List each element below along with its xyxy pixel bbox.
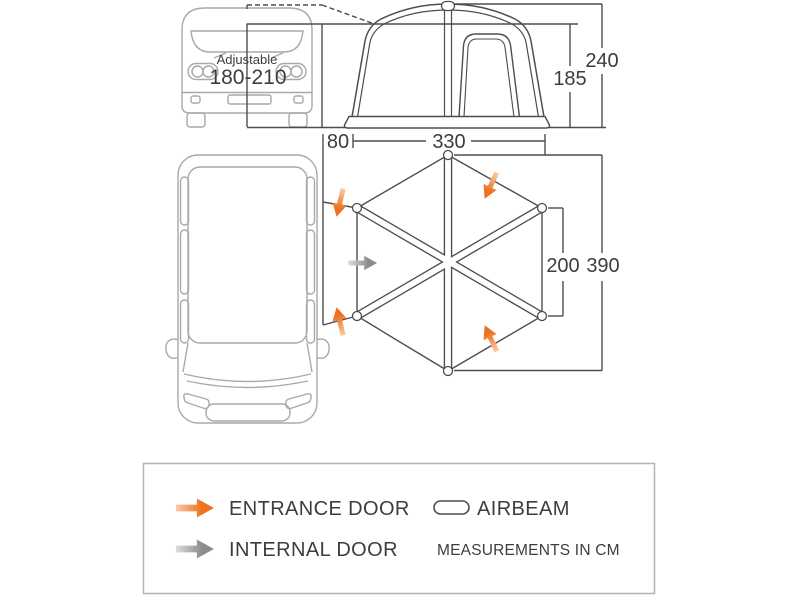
entrance-door-arrow-icon: [329, 305, 351, 337]
legend-units-note: MEASUREMENTS IN CM: [437, 542, 620, 559]
front-view-dimensions: [454, 3, 603, 128]
awning-apex-beam-cap: [440, 0, 456, 12]
airbeam-end-cap: [442, 365, 454, 377]
dim-200-value: 200: [546, 255, 579, 277]
legend-entrance-door-label: ENTRANCE DOOR: [229, 498, 410, 520]
legend-box: [142, 462, 656, 595]
dim-80-value: 80: [327, 131, 349, 153]
dim-330-value: 330: [432, 131, 465, 153]
airbeam-end-cap: [442, 149, 454, 161]
awning-front-view: [343, 0, 551, 129]
van-headlight-left: [187, 62, 219, 81]
airbeam-end-cap: [351, 310, 363, 322]
van-top-window-left-2: [179, 229, 190, 295]
awning-door-inner-line: [463, 38, 515, 118]
airbeam-cores: [354, 152, 545, 374]
awning-outer-shell: [351, 3, 545, 118]
floor-plan-dimensions: [454, 154, 603, 372]
dim-240-value: 240: [585, 50, 618, 72]
van-top-window-right-3: [305, 299, 316, 344]
van-top-window-left-3: [179, 299, 190, 344]
airbeam-end-cap: [536, 310, 548, 322]
van-top-body: [177, 154, 318, 424]
van-headlight-left-bulb: [202, 65, 215, 78]
legend-internal-door-label: INTERNAL DOOR: [229, 539, 398, 561]
legend-airbeam-label: AIRBEAM: [477, 498, 570, 520]
dim-185-value: 185: [553, 68, 586, 90]
van-headlight-left-bulb: [191, 65, 204, 78]
van-wiper-left: [213, 52, 227, 59]
floor-plan: [322, 149, 548, 377]
van-front-body: [181, 7, 313, 114]
van-front-windshield: [190, 30, 304, 53]
awning-base-skirt: [343, 115, 551, 129]
internal-door-arrow-icon: [348, 255, 378, 271]
van-bumper-cap-left: [190, 95, 201, 104]
awning-door-outline: [458, 33, 521, 118]
entrance-door-arrow-icon: [478, 322, 504, 355]
van-top-mirror-right: [315, 338, 330, 359]
legend: ENTRANCE DOOR AIRBEAM INTERNAL DOOR MEAS…: [142, 462, 656, 595]
van-top-apillar-left: [182, 342, 189, 373]
airbeam-end-caps: [351, 149, 548, 377]
van-wheel-left: [186, 112, 206, 128]
dim-390-value: 390: [586, 255, 619, 277]
van-top-apillar-right: [306, 342, 313, 373]
van-top-window-left-1: [179, 176, 190, 226]
connection-sleeve: [246, 4, 606, 129]
van-headlight-right: [275, 62, 307, 81]
van-top-license-plate: [205, 403, 291, 422]
van-wheel-right: [288, 112, 308, 128]
van-bumper-cap-right: [293, 95, 304, 104]
van-top-view: [165, 154, 330, 424]
van-headlight-right-bulb: [290, 65, 303, 78]
van-license-plate: [227, 94, 272, 105]
sleeve-dashed-diagonal: [321, 4, 374, 25]
awning-inner-beam-line: [356, 9, 540, 118]
van-top-hood-line: [186, 380, 309, 389]
van-top-window-right-2: [305, 229, 316, 295]
airbeam-diagonal-2-core: [354, 205, 545, 319]
van-adjustable-range: 180-210: [209, 66, 286, 89]
van-wiper-right: [270, 52, 284, 59]
van-top-windshield-bottom: [183, 373, 312, 383]
legend-airbeam-icon: [433, 500, 470, 515]
airbeam-end-cap: [536, 202, 548, 214]
width-dimension-row: [322, 134, 546, 202]
van-top-window-right-1: [305, 176, 316, 226]
airbeam-end-cap: [351, 202, 363, 214]
van-top-mirror-left: [165, 338, 180, 359]
entrance-door-arrow-icon: [329, 187, 351, 219]
